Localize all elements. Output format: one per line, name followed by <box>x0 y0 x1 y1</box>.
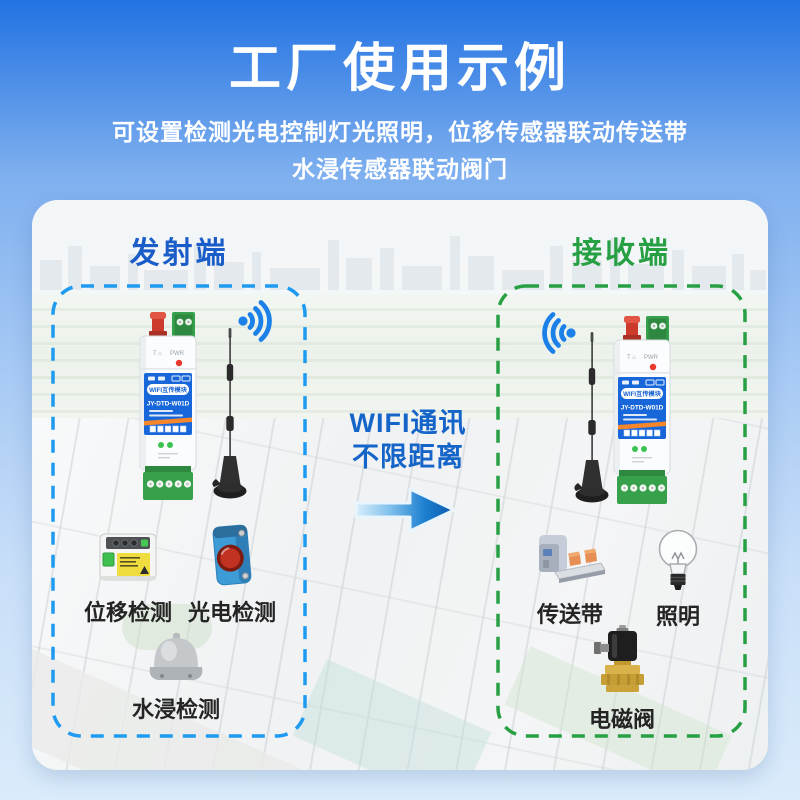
arrow-right-icon <box>354 487 456 533</box>
solenoid-valve-icon <box>594 625 644 692</box>
module-pwr-label: PWR <box>644 355 659 361</box>
receiver-zone-frame <box>496 284 747 738</box>
wifi-waves-icon <box>542 312 576 354</box>
sucker-antenna-icon <box>212 328 247 499</box>
water-leak-sensor-icon <box>149 633 203 680</box>
list-item: 水浸检测 <box>116 633 236 724</box>
photoelectric-sensor-icon <box>212 524 252 586</box>
item-label: 位移检测 <box>83 600 172 625</box>
wifi-waves-icon <box>238 300 272 342</box>
page-subtitle-line2: 水浸传感器联动阀门 <box>292 156 508 182</box>
module-port-marks: T ⌂ <box>153 351 162 357</box>
list-item: 照明 <box>618 528 738 631</box>
list-item: 光电检测 <box>172 522 292 627</box>
wifi-module-icon: T ⌂ PWR WIFI互传模块 JY-DTD-W01D <box>613 316 671 504</box>
item-label: 光电检测 <box>187 600 276 625</box>
module-model-text: JY-DTD-W01D <box>147 401 190 408</box>
wifi-module-icon: T ⌂ PWR WIFI互传模块 JY-DTD-W01D <box>139 312 197 500</box>
link-line2: 不限距离 <box>352 442 464 472</box>
receiver-zone-label: 接收端 <box>572 237 671 270</box>
module-port-marks: T ⌂ <box>627 355 636 361</box>
transmitter-zone-label: 发射端 <box>129 237 229 270</box>
list-item: 传送带 <box>510 532 630 629</box>
item-label: 电磁阀 <box>588 707 655 732</box>
light-bulb-icon <box>658 529 698 590</box>
displacement-sensor-icon <box>99 533 157 581</box>
page-header: 工厂使用示例 可设置检测光电控制灯光照明，位移传感器联动传送带 水浸传感器联动阀… <box>0 0 800 187</box>
sucker-antenna-icon <box>574 332 609 503</box>
scene-card: 发射端 接收端 T ⌂ PWR WIFI互传模块 JY-DTD-W01D <box>32 200 768 770</box>
module-model-text: JY-DTD-W01D <box>621 405 664 412</box>
zone-frames <box>51 284 747 738</box>
item-label: 照明 <box>655 604 700 629</box>
conveyor-belt-icon <box>539 535 606 583</box>
list-item: 位移检测 <box>68 526 188 627</box>
transmitter-zone-frame <box>51 284 307 738</box>
page-title: 工厂使用示例 <box>228 40 571 98</box>
link-line1: WIFI通讯 <box>349 408 467 438</box>
module-badge-text: WIFI互传模块 <box>149 386 188 394</box>
item-label: 传送带 <box>536 602 603 627</box>
module-badge-text: WIFI互传模块 <box>623 390 662 398</box>
module-pwr-label: PWR <box>170 351 185 357</box>
link-text: WIFI通讯 不限距离 <box>346 406 470 474</box>
page-subtitle-line1: 可设置检测光电控制灯光照明，位移传感器联动传送带 <box>112 119 688 145</box>
item-label: 水浸检测 <box>131 697 220 722</box>
list-item: 电磁阀 <box>562 625 682 734</box>
